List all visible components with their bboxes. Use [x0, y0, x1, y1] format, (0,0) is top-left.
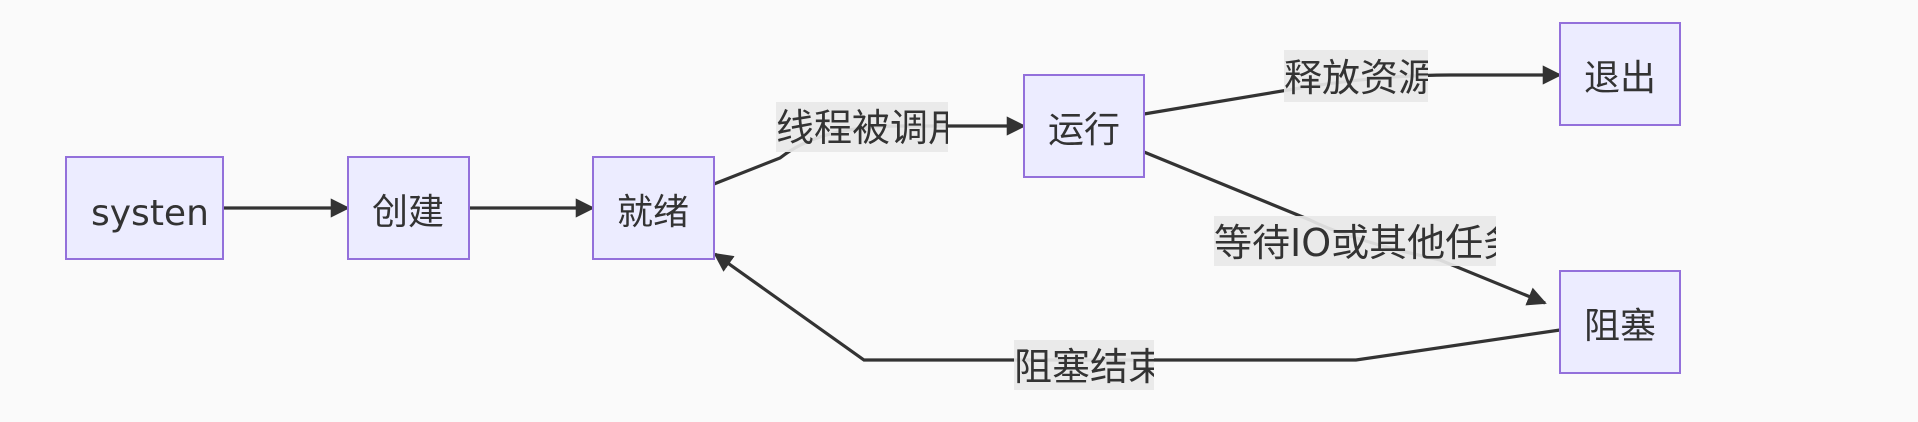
node-create: 创建 — [347, 156, 470, 260]
edge-label-wait-io: 等待IO或其他任务 — [1214, 216, 1521, 266]
node-ready: 就绪 — [592, 156, 715, 260]
node-running-label: 运行 — [1048, 110, 1120, 151]
node-create-label: 创建 — [372, 192, 444, 233]
node-blocked: 阻塞 — [1559, 270, 1681, 374]
node-blocked-label: 阻塞 — [1584, 306, 1656, 347]
node-system-label: systen — [91, 193, 209, 234]
node-ready-label: 就绪 — [617, 192, 689, 233]
edge-label-scheduled: 线程被调用 — [776, 102, 966, 152]
edge-label-block-end: 阻塞结束 — [1014, 340, 1166, 390]
node-exit-label: 退出 — [1584, 58, 1656, 99]
edge-label-block-end-text: 阻塞结束 — [1014, 345, 1166, 389]
edge-label-release: 释放资源 — [1284, 50, 1436, 102]
node-system: systen — [65, 156, 224, 260]
edge-label-release-text: 释放资源 — [1284, 56, 1436, 100]
node-exit: 退出 — [1559, 22, 1681, 126]
edge-label-scheduled-text: 线程被调用 — [776, 106, 966, 150]
node-running: 运行 — [1023, 74, 1145, 178]
edge-label-wait-io-text: 等待IO或其他任务 — [1214, 221, 1521, 265]
